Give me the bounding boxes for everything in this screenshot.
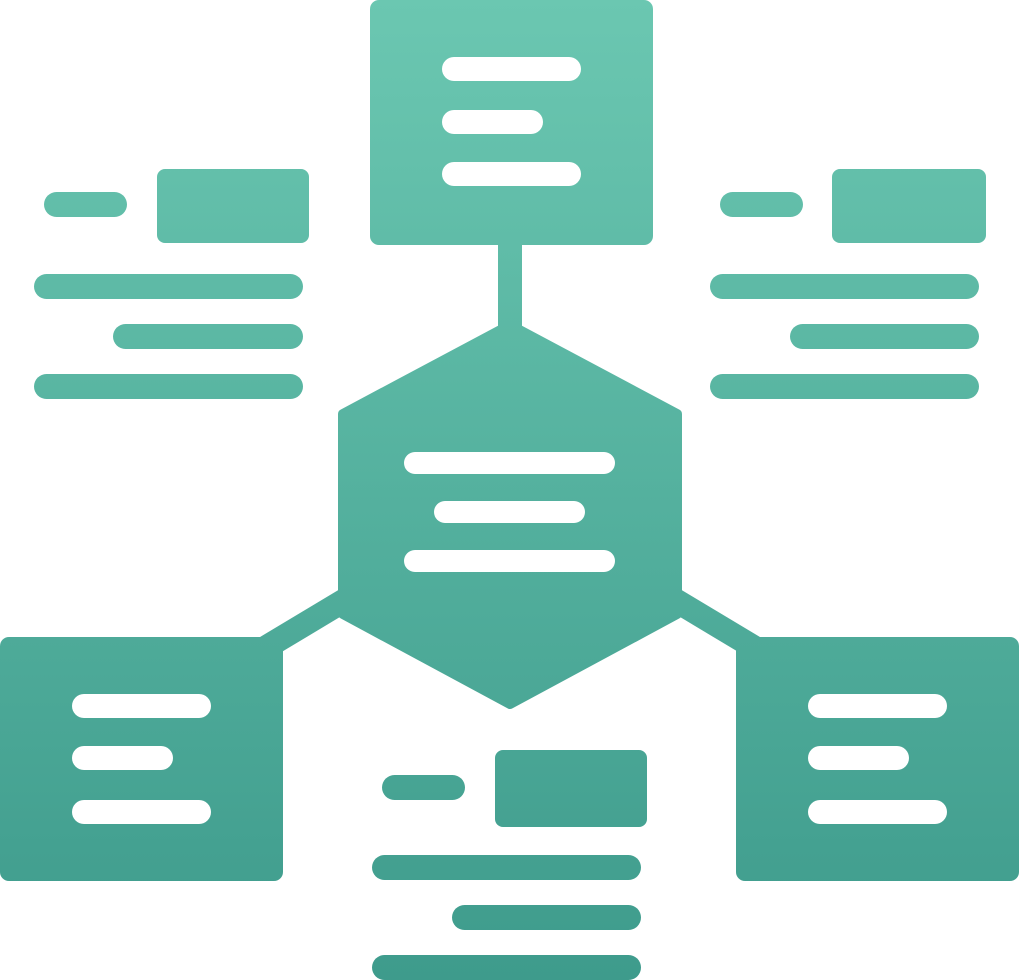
text-line — [808, 800, 947, 824]
annotation-line — [452, 905, 641, 930]
text-line — [442, 110, 543, 134]
text-line — [72, 694, 211, 718]
annotation-tag — [495, 750, 647, 827]
annotation-line — [34, 274, 303, 299]
central-hexagon-node — [338, 320, 682, 709]
annotation-block-bottom-center — [372, 750, 647, 980]
annotation-line — [34, 374, 303, 399]
annotation-line — [790, 324, 979, 349]
annotation-line — [372, 855, 641, 880]
hexagon-text-lines — [404, 452, 615, 572]
annotation-line — [710, 374, 979, 399]
annotation-dash — [720, 192, 803, 217]
text-line — [808, 746, 909, 770]
document-text-lines — [808, 694, 947, 824]
annotation-line — [372, 955, 641, 980]
annotation-dash — [44, 192, 127, 217]
annotation-dash — [382, 775, 465, 800]
annotation-block-top-right — [710, 169, 986, 399]
text-line — [442, 57, 581, 81]
text-line — [72, 800, 211, 824]
annotation-line — [710, 274, 979, 299]
text-line — [442, 162, 581, 186]
text-line — [404, 550, 615, 572]
left-document-node — [0, 637, 283, 881]
document-text-lines — [72, 694, 211, 824]
annotation-tag — [157, 169, 309, 243]
document-text-lines — [442, 57, 581, 186]
text-line — [72, 746, 173, 770]
annotation-tag — [832, 169, 986, 243]
top-document-node — [370, 0, 653, 245]
text-line — [808, 694, 947, 718]
right-document-node — [736, 637, 1019, 881]
text-line — [404, 452, 615, 474]
annotation-block-top-left — [34, 169, 309, 399]
text-line — [434, 501, 585, 523]
annotation-line — [113, 324, 303, 349]
